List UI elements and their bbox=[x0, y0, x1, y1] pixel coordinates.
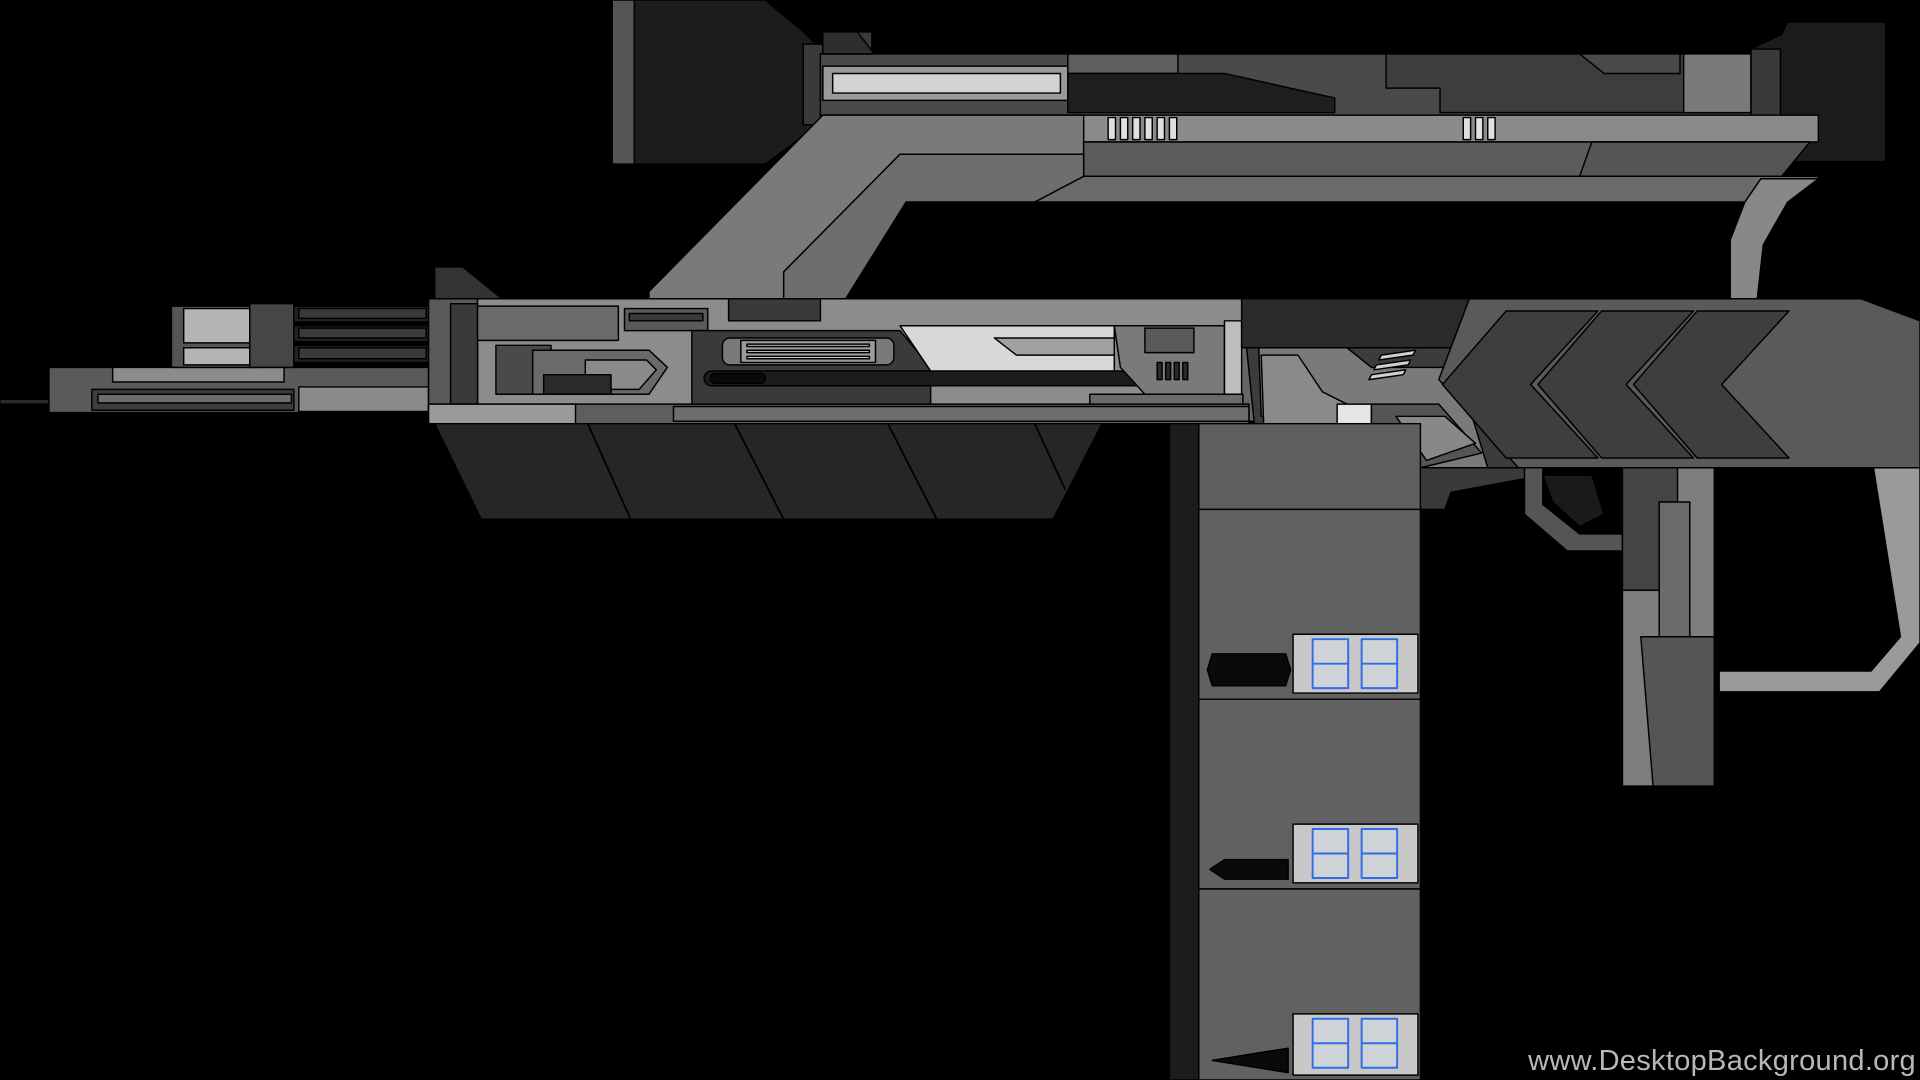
scope-front-rim bbox=[611, 0, 636, 165]
chevron-marks bbox=[1441, 310, 1790, 459]
carry-handle bbox=[648, 114, 1820, 301]
watermark-text: www.DesktopBackground.org bbox=[1528, 1045, 1916, 1077]
stock bbox=[1196, 298, 1920, 787]
round-indicator-2 bbox=[1209, 858, 1289, 880]
magazine bbox=[1168, 422, 1422, 1080]
round-indicator-3 bbox=[1211, 1047, 1289, 1074]
barrel-tip bbox=[0, 398, 53, 405]
barrel-assembly bbox=[0, 266, 503, 414]
front-sight bbox=[433, 266, 503, 300]
handguard bbox=[433, 422, 1103, 520]
charging-slot bbox=[703, 370, 1164, 387]
receiver bbox=[427, 298, 1260, 425]
barrel-vents bbox=[293, 305, 430, 364]
round-indicator-1 bbox=[1206, 653, 1292, 687]
stock-strut bbox=[1718, 467, 1920, 693]
stock-vents bbox=[1368, 349, 1417, 381]
scope-front-bell bbox=[611, 0, 822, 165]
